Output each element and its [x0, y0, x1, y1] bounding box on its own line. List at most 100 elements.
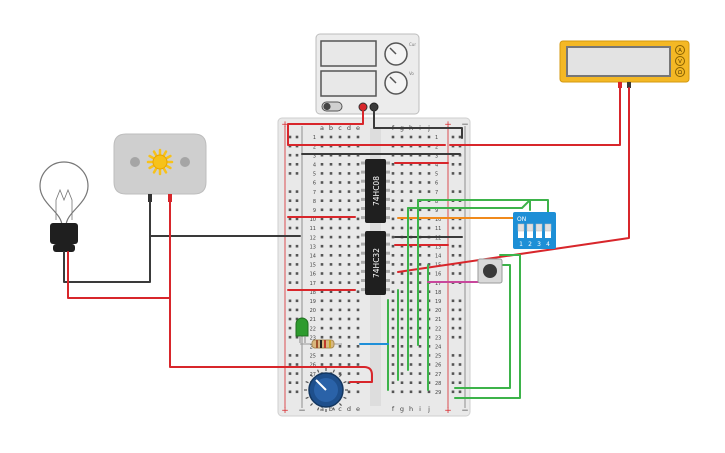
breadboard-hole: [320, 199, 324, 202]
breadboard-hole: [347, 335, 351, 339]
rail-hole: [451, 190, 455, 193]
breadboard-hole: [409, 345, 413, 348]
breadboard-hole: [347, 290, 351, 293]
dip-toggle-lever[interactable]: [517, 223, 525, 232]
rail-hole: [295, 354, 299, 357]
breadboard-hole: [400, 190, 404, 193]
rail-hole: [458, 390, 462, 394]
rail-hole: [295, 363, 299, 366]
row-number-right: 11: [435, 226, 441, 232]
rail-minus-sign: −: [461, 120, 469, 130]
motor-terminal-red: [168, 194, 172, 202]
breadboard-hole: [329, 163, 333, 166]
breadboard-hole: [400, 144, 404, 148]
breadboard-hole: [409, 181, 413, 184]
breadboard-hole: [400, 135, 404, 139]
breadboard-hole: [356, 144, 360, 148]
rail-hole: [458, 335, 462, 339]
rail-hole: [458, 226, 462, 230]
breadboard-hole: [391, 272, 395, 275]
breadboard-hole: [356, 299, 360, 303]
breadboard-hole: [391, 281, 395, 284]
breadboard-hole: [320, 335, 324, 339]
breadboard-hole: [418, 135, 422, 139]
breadboard-hole: [338, 263, 342, 266]
potentiometer[interactable]: [304, 368, 348, 412]
breadboard-hole: [391, 308, 395, 312]
breadboard-hole: [418, 153, 422, 157]
multimeter-probe-red[interactable]: [618, 82, 622, 88]
breadboard-hole: [329, 299, 333, 303]
breadboard-hole: [400, 326, 404, 330]
chip-pin: [386, 161, 390, 165]
multimeter-mode-button[interactable]: [675, 45, 685, 55]
breadboard-hole: [329, 181, 333, 184]
rail-hole: [295, 299, 299, 303]
chip-pin: [361, 216, 365, 220]
rail-hole: [458, 254, 462, 257]
multimeter-mode-button[interactable]: [675, 67, 685, 77]
breadboard-hole: [338, 144, 342, 148]
breadboard-hole: [400, 163, 404, 166]
rail-hole: [295, 263, 299, 266]
column-letter: d: [347, 405, 351, 413]
breadboard-hole: [418, 317, 422, 321]
breadboard-hole: [320, 254, 324, 257]
breadboard-hole: [329, 317, 333, 321]
rail-hole: [458, 363, 462, 366]
breadboard-hole: [338, 317, 342, 321]
rail-hole: [288, 299, 292, 303]
breadboard-hole: [409, 317, 413, 321]
multimeter: AVΩ: [559, 40, 690, 88]
dip-toggle-lever[interactable]: [535, 223, 543, 232]
breadboard-hole: [418, 326, 422, 330]
multimeter-mode-button[interactable]: [675, 56, 685, 66]
rail-hole: [451, 172, 455, 175]
chip-pin: [386, 197, 390, 201]
row-number-left: 18: [310, 290, 316, 296]
row-number-right: 23: [435, 335, 441, 341]
rail-hole: [295, 226, 299, 230]
negative-terminal[interactable]: [369, 102, 379, 112]
breadboard-hole: [427, 208, 431, 212]
pushbutton-cap[interactable]: [483, 264, 497, 278]
rail-hole: [451, 363, 455, 366]
breadboard-hole: [320, 208, 324, 212]
motor-terminal-black: [148, 194, 152, 202]
breadboard-hole: [400, 299, 404, 303]
rail-hole: [458, 208, 462, 212]
row-number-right: 8: [435, 199, 438, 205]
chip-pin: [361, 188, 365, 192]
breadboard-hole: [400, 354, 404, 357]
multimeter-probe-black[interactable]: [627, 82, 631, 88]
breadboard-hole: [338, 372, 342, 375]
breadboard-hole: [391, 254, 395, 257]
breadboard-hole: [418, 372, 422, 375]
chip1-body: [365, 159, 386, 223]
pushbutton[interactable]: [477, 258, 503, 284]
breadboard-holes: [288, 135, 462, 394]
positive-terminal[interactable]: [358, 102, 368, 112]
breadboard-hole: [409, 135, 413, 139]
current-knob-pointer: [389, 47, 397, 55]
column-letter: i: [419, 405, 421, 413]
breadboard-hole: [320, 290, 324, 293]
breadboard-hole: [409, 354, 413, 357]
wire-green-button-2: [454, 254, 521, 399]
dip-toggle-lever[interactable]: [526, 223, 534, 232]
breadboard-hole: [418, 281, 422, 284]
row-number-right: 28: [435, 381, 441, 387]
breadboard-hole: [320, 363, 324, 366]
chip-pin: [386, 207, 390, 210]
breadboard-hole: [391, 345, 395, 348]
breadboard-hole: [347, 163, 351, 166]
multimeter-display: [566, 46, 671, 77]
rail-hole: [288, 135, 292, 139]
breadboard-hole: [347, 263, 351, 266]
column-letter: e: [356, 124, 360, 132]
led-body: [295, 317, 309, 337]
sun-ray: [162, 150, 168, 158]
breadboard-hole: [391, 244, 395, 248]
rail-hole: [295, 272, 299, 275]
dip-toggle-lever[interactable]: [544, 223, 552, 232]
